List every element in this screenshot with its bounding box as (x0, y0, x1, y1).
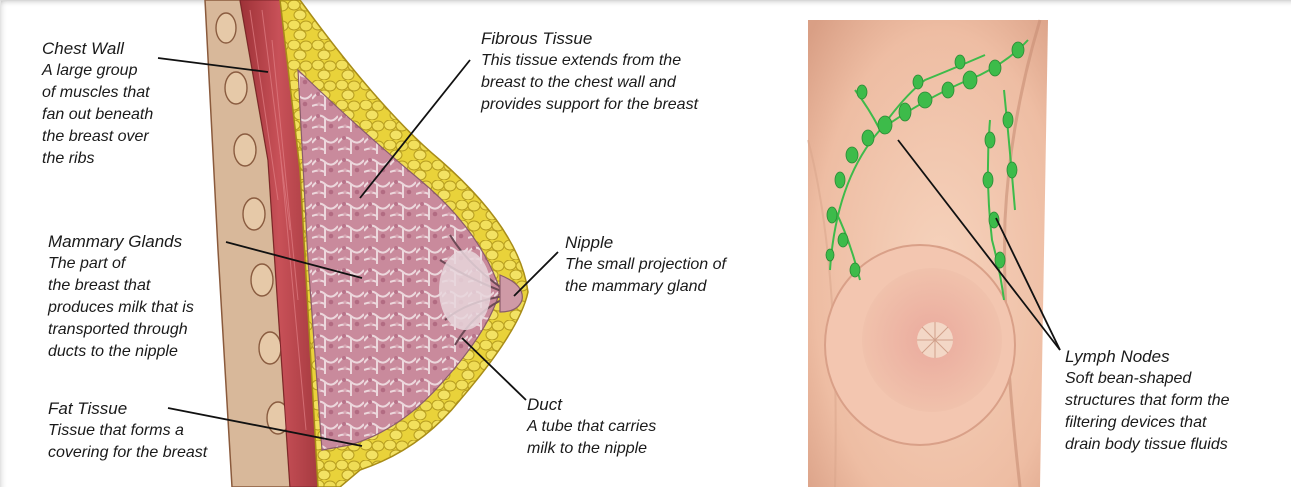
fat-tissue-label: Fat Tissue Tissue that forms a covering … (48, 398, 207, 464)
nipple-title: Nipple (565, 232, 726, 254)
chest-wall-label: Chest Wall A large group of muscles that… (42, 38, 153, 170)
fibrous-tissue-title: Fibrous Tissue (481, 28, 698, 50)
chest-wall-title: Chest Wall (42, 38, 153, 60)
lymph-nodes-title: Lymph Nodes (1065, 346, 1230, 368)
mammary-glands-title: Mammary Glands (48, 231, 194, 253)
nipple-description: The small projection of the mammary glan… (565, 254, 726, 298)
fat-tissue-description: Tissue that forms a covering for the bre… (48, 420, 207, 464)
mammary-glands-label: Mammary Glands The part of the breast th… (48, 231, 194, 363)
nipple-label: Nipple The small projection of the mamma… (565, 232, 726, 298)
lymph-nodes-description: Soft bean-shaped structures that form th… (1065, 368, 1230, 456)
lymph-nodes-label: Lymph Nodes Soft bean-shaped structures … (1065, 346, 1230, 456)
fat-tissue-title: Fat Tissue (48, 398, 207, 420)
duct-label: Duct A tube that carries milk to the nip… (527, 394, 656, 460)
fibrous-tissue-label: Fibrous Tissue This tissue extends from … (481, 28, 698, 116)
fibrous-tissue-description: This tissue extends from the breast to t… (481, 50, 698, 116)
lymph-node-illustration (808, 20, 1048, 487)
mammary-glands-description: The part of the breast that produces mil… (48, 253, 194, 363)
duct-description: A tube that carries milk to the nipple (527, 416, 656, 460)
duct-title: Duct (527, 394, 656, 416)
cross-section-illustration (205, 0, 528, 487)
chest-wall-description: A large group of muscles that fan out be… (42, 60, 153, 170)
